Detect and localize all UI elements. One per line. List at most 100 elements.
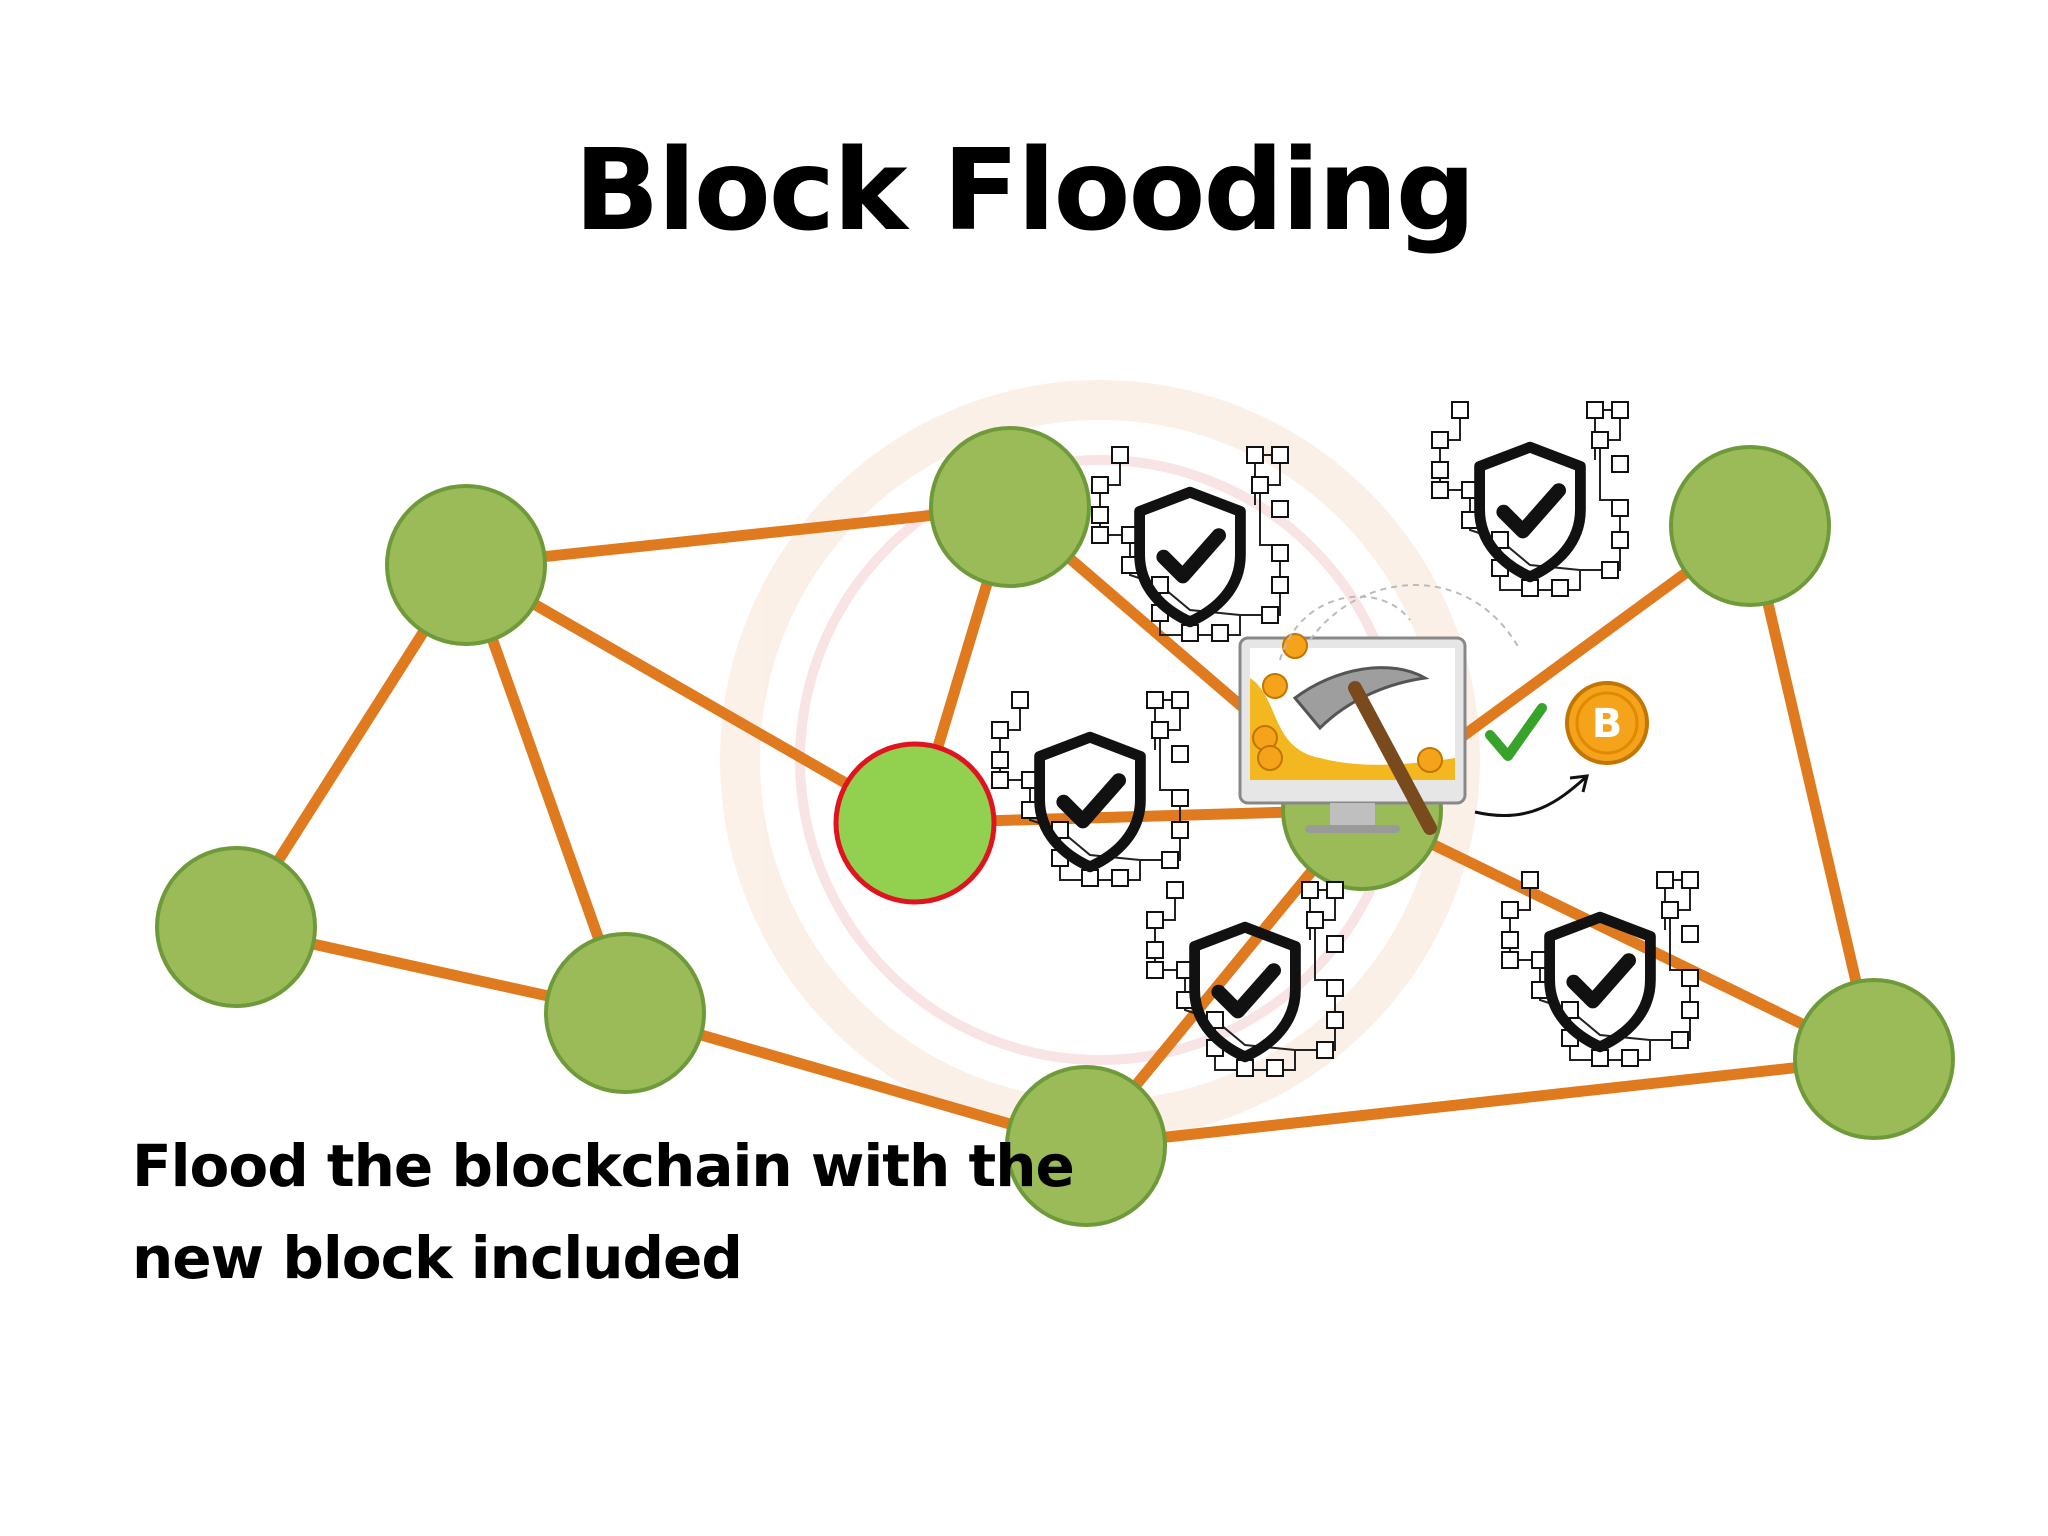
block-icon-5-chain-square [1621, 1049, 1639, 1067]
slide-title: Block Flooding [574, 126, 1476, 256]
block-icon-3-chain-square [1146, 691, 1164, 709]
screen-coin [1282, 633, 1308, 659]
block-icon-1-chain-square [1251, 476, 1269, 494]
block-icon-2-chain-square [1551, 579, 1569, 597]
edge-n-bottom-center-n-right [1080, 1053, 1880, 1152]
block-icon-1-chain-square [1211, 624, 1229, 642]
block-icon-1-chain-square [1271, 500, 1289, 518]
monitor-base [1305, 825, 1400, 833]
block-icon-5-chain-square [1521, 871, 1539, 889]
block-icon-1-chain-square [1246, 446, 1264, 464]
block-icon-3-chain-square [1011, 691, 1029, 709]
block-icon-3-chain-square [991, 751, 1009, 769]
block-icon-1-chain-square [1091, 526, 1109, 544]
nodes-layer [155, 426, 1955, 1227]
block-icon-3-chain-square [1161, 851, 1179, 869]
pickaxe-handle [1348, 681, 1437, 835]
block-icon-3-chain-square [1081, 869, 1099, 887]
block-icon-4-chain-square [1306, 911, 1324, 929]
coin-rim [1575, 691, 1639, 755]
block-icon-5-shield-check-icon [1550, 917, 1651, 1047]
block-icon-2-shield-check-icon [1480, 447, 1581, 577]
dashed-arc-icon [1309, 584, 1521, 651]
block-icon-1-chain-square [1271, 446, 1289, 464]
block-icon-5-chain-square [1656, 871, 1674, 889]
bitcoin-coin-icon: B [1565, 681, 1649, 765]
block-icon-5-chain [1501, 871, 1699, 1067]
block-icon-5-chain-square [1681, 925, 1699, 943]
block-icon-4-chain-square [1146, 961, 1164, 979]
screen-coin [1262, 673, 1288, 699]
block-icon-5-chain-square [1671, 1031, 1689, 1049]
block-icon-2-chain-square [1611, 531, 1629, 549]
block-icon-3-chain-square [1171, 691, 1189, 709]
edge-n-top-right-n-right [1744, 520, 1880, 1065]
mining-computer-icon [1238, 633, 1467, 835]
node-top-left [385, 484, 547, 646]
block-icon-5-chain-square [1661, 901, 1679, 919]
caption-line-1: Flood the blockchain with the [132, 1132, 1075, 1200]
block-icon-3-chain-square [1171, 789, 1189, 807]
block-icon-2-chain-square [1611, 455, 1629, 473]
block-icon-2-chain-square [1431, 461, 1449, 479]
screen-gold-pile [1250, 678, 1455, 780]
dashed-arc-icon [1279, 595, 1411, 661]
block-icon-2-chain-square [1591, 431, 1609, 449]
coin-face [1565, 681, 1649, 765]
block-icon-1-shield-check-icon [1140, 492, 1241, 622]
block-icon-3-chain-square [1171, 745, 1189, 763]
block-icon-4 [1146, 881, 1344, 1077]
arrow-head-icon [1569, 774, 1589, 793]
block-icon-3-chain-square [1171, 821, 1189, 839]
node-top-center [929, 426, 1091, 588]
node-bottom-center [1005, 1065, 1167, 1227]
block-icon-1 [1091, 446, 1289, 642]
block-icon-4-chain-square [1146, 911, 1164, 929]
block-icon-5-chain-square [1501, 931, 1519, 949]
edge-n-top-left-n-top-center [460, 501, 1016, 571]
block-icon-3-chain-square [1151, 721, 1169, 739]
block-icon-2-chain [1431, 401, 1629, 597]
block-icon-2-chain-square [1611, 401, 1629, 419]
node-mid-left [544, 932, 706, 1094]
node-top-right [1669, 445, 1831, 607]
screen-coin [1257, 745, 1283, 771]
block-icon-3-chain [991, 691, 1189, 887]
block-icon-5-chain-square [1681, 969, 1699, 987]
block-icon-2-chain-square [1431, 431, 1449, 449]
block-icon-5-chain-square [1681, 1001, 1699, 1019]
caption-line-2: new block included [132, 1224, 743, 1292]
block-icon-1-chain-square [1091, 506, 1109, 524]
block-icon-2-chain-square [1521, 579, 1539, 597]
edge-n-top-left-n-highlighted [460, 559, 921, 829]
block-icon-2-chain-square [1431, 481, 1449, 499]
block-icon-4-chain-square [1326, 1011, 1344, 1029]
icons-layer: B [991, 401, 1699, 1077]
block-icon-4-chain-square [1301, 881, 1319, 899]
block-icon-1-chain-square [1261, 606, 1279, 624]
block-icon-4-chain-square [1146, 941, 1164, 959]
block-icon-5-chain-square [1591, 1049, 1609, 1067]
node-highlighted [833, 741, 997, 905]
node-right [1793, 978, 1955, 1140]
block-icon-1-chain [1091, 446, 1289, 642]
block-icon-5-chain-square [1501, 901, 1519, 919]
node-left [155, 846, 317, 1008]
edge-n-miner-n-right [1356, 804, 1880, 1065]
block-icon-5 [1501, 871, 1699, 1067]
caption-text: Flood the blockchain with the new block … [132, 1120, 1075, 1304]
block-icon-1-chain-square [1181, 624, 1199, 642]
block-icon-3-chain-square [991, 721, 1009, 739]
block-icon-2-chain-square [1451, 401, 1469, 419]
green-check-icon [1485, 703, 1547, 761]
block-icon-5-chain-square [1681, 871, 1699, 889]
block-icon-5-chain-square [1501, 951, 1519, 969]
block-icon-2-chain-square [1611, 499, 1629, 517]
block-icon-4-chain-square [1166, 881, 1184, 899]
block-icon-4-chain-square [1236, 1059, 1254, 1077]
block-icon-3-chain-square [1111, 869, 1129, 887]
block-icon-1-chain-square [1091, 476, 1109, 494]
block-icon-2-chain-square [1601, 561, 1619, 579]
block-icon-3 [991, 691, 1189, 887]
